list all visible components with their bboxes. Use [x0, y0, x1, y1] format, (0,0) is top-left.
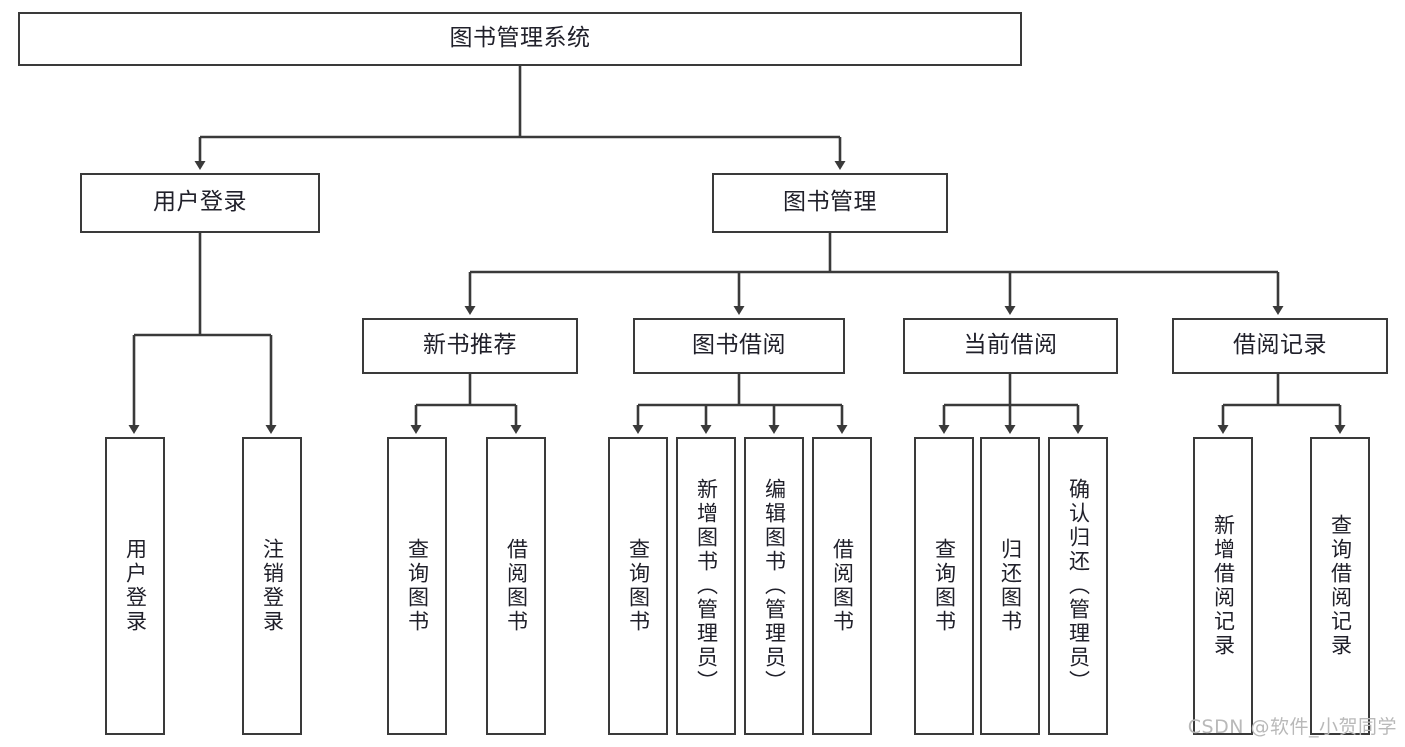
node-leaf-borrow-books-1[interactable]: 借阅图书 [486, 437, 546, 735]
node-leaf-confirm-return-admin[interactable]: 确认归还（管理员） [1048, 437, 1108, 735]
node-leaf-query-books-3[interactable]: 查询图书 [914, 437, 974, 735]
node-label: 图书管理 [783, 189, 877, 216]
node-leaf-borrow-books-2[interactable]: 借阅图书 [812, 437, 872, 735]
node-label: 新增借阅记录 [1211, 514, 1236, 658]
node-book-management[interactable]: 图书管理 [712, 173, 948, 233]
node-book-borrow[interactable]: 图书借阅 [633, 318, 845, 374]
node-label: 确认归还（管理员） [1066, 478, 1091, 694]
node-label: 编辑图书（管理员） [762, 478, 787, 694]
node-leaf-edit-book-admin[interactable]: 编辑图书（管理员） [744, 437, 804, 735]
node-label: 借阅图书 [830, 538, 855, 634]
node-label: 借阅记录 [1233, 332, 1327, 359]
node-label: 新增图书（管理员） [694, 478, 719, 694]
node-label: 查询图书 [405, 538, 430, 634]
node-label: 当前借阅 [963, 332, 1058, 359]
node-label: 查询图书 [626, 538, 651, 634]
node-label: 查询图书 [932, 538, 957, 634]
node-leaf-query-books-1[interactable]: 查询图书 [387, 437, 447, 735]
node-label: 归还图书 [998, 538, 1023, 634]
node-leaf-user-login[interactable]: 用户登录 [105, 437, 165, 735]
node-leaf-add-book-admin[interactable]: 新增图书（管理员） [676, 437, 736, 735]
node-current-borrow[interactable]: 当前借阅 [903, 318, 1118, 374]
node-leaf-logout-login[interactable]: 注销登录 [242, 437, 302, 735]
node-leaf-query-borrow-record[interactable]: 查询借阅记录 [1310, 437, 1370, 735]
node-label: 借阅图书 [504, 538, 529, 634]
node-label: 用户登录 [153, 189, 247, 216]
node-label: 图书管理系统 [449, 25, 591, 52]
node-label: 注销登录 [260, 538, 285, 634]
node-borrow-record[interactable]: 借阅记录 [1172, 318, 1388, 374]
node-leaf-add-borrow-record[interactable]: 新增借阅记录 [1193, 437, 1253, 735]
node-label: 新书推荐 [423, 332, 517, 359]
node-label: 查询借阅记录 [1328, 514, 1353, 658]
node-leaf-return-books[interactable]: 归还图书 [980, 437, 1040, 735]
node-leaf-query-books-2[interactable]: 查询图书 [608, 437, 668, 735]
node-label: 图书借阅 [692, 332, 786, 359]
node-book-management-system[interactable]: 图书管理系统 [18, 12, 1022, 66]
node-new-book-recommend[interactable]: 新书推荐 [362, 318, 578, 374]
node-label: 用户登录 [123, 538, 148, 634]
node-user-login[interactable]: 用户登录 [80, 173, 320, 233]
